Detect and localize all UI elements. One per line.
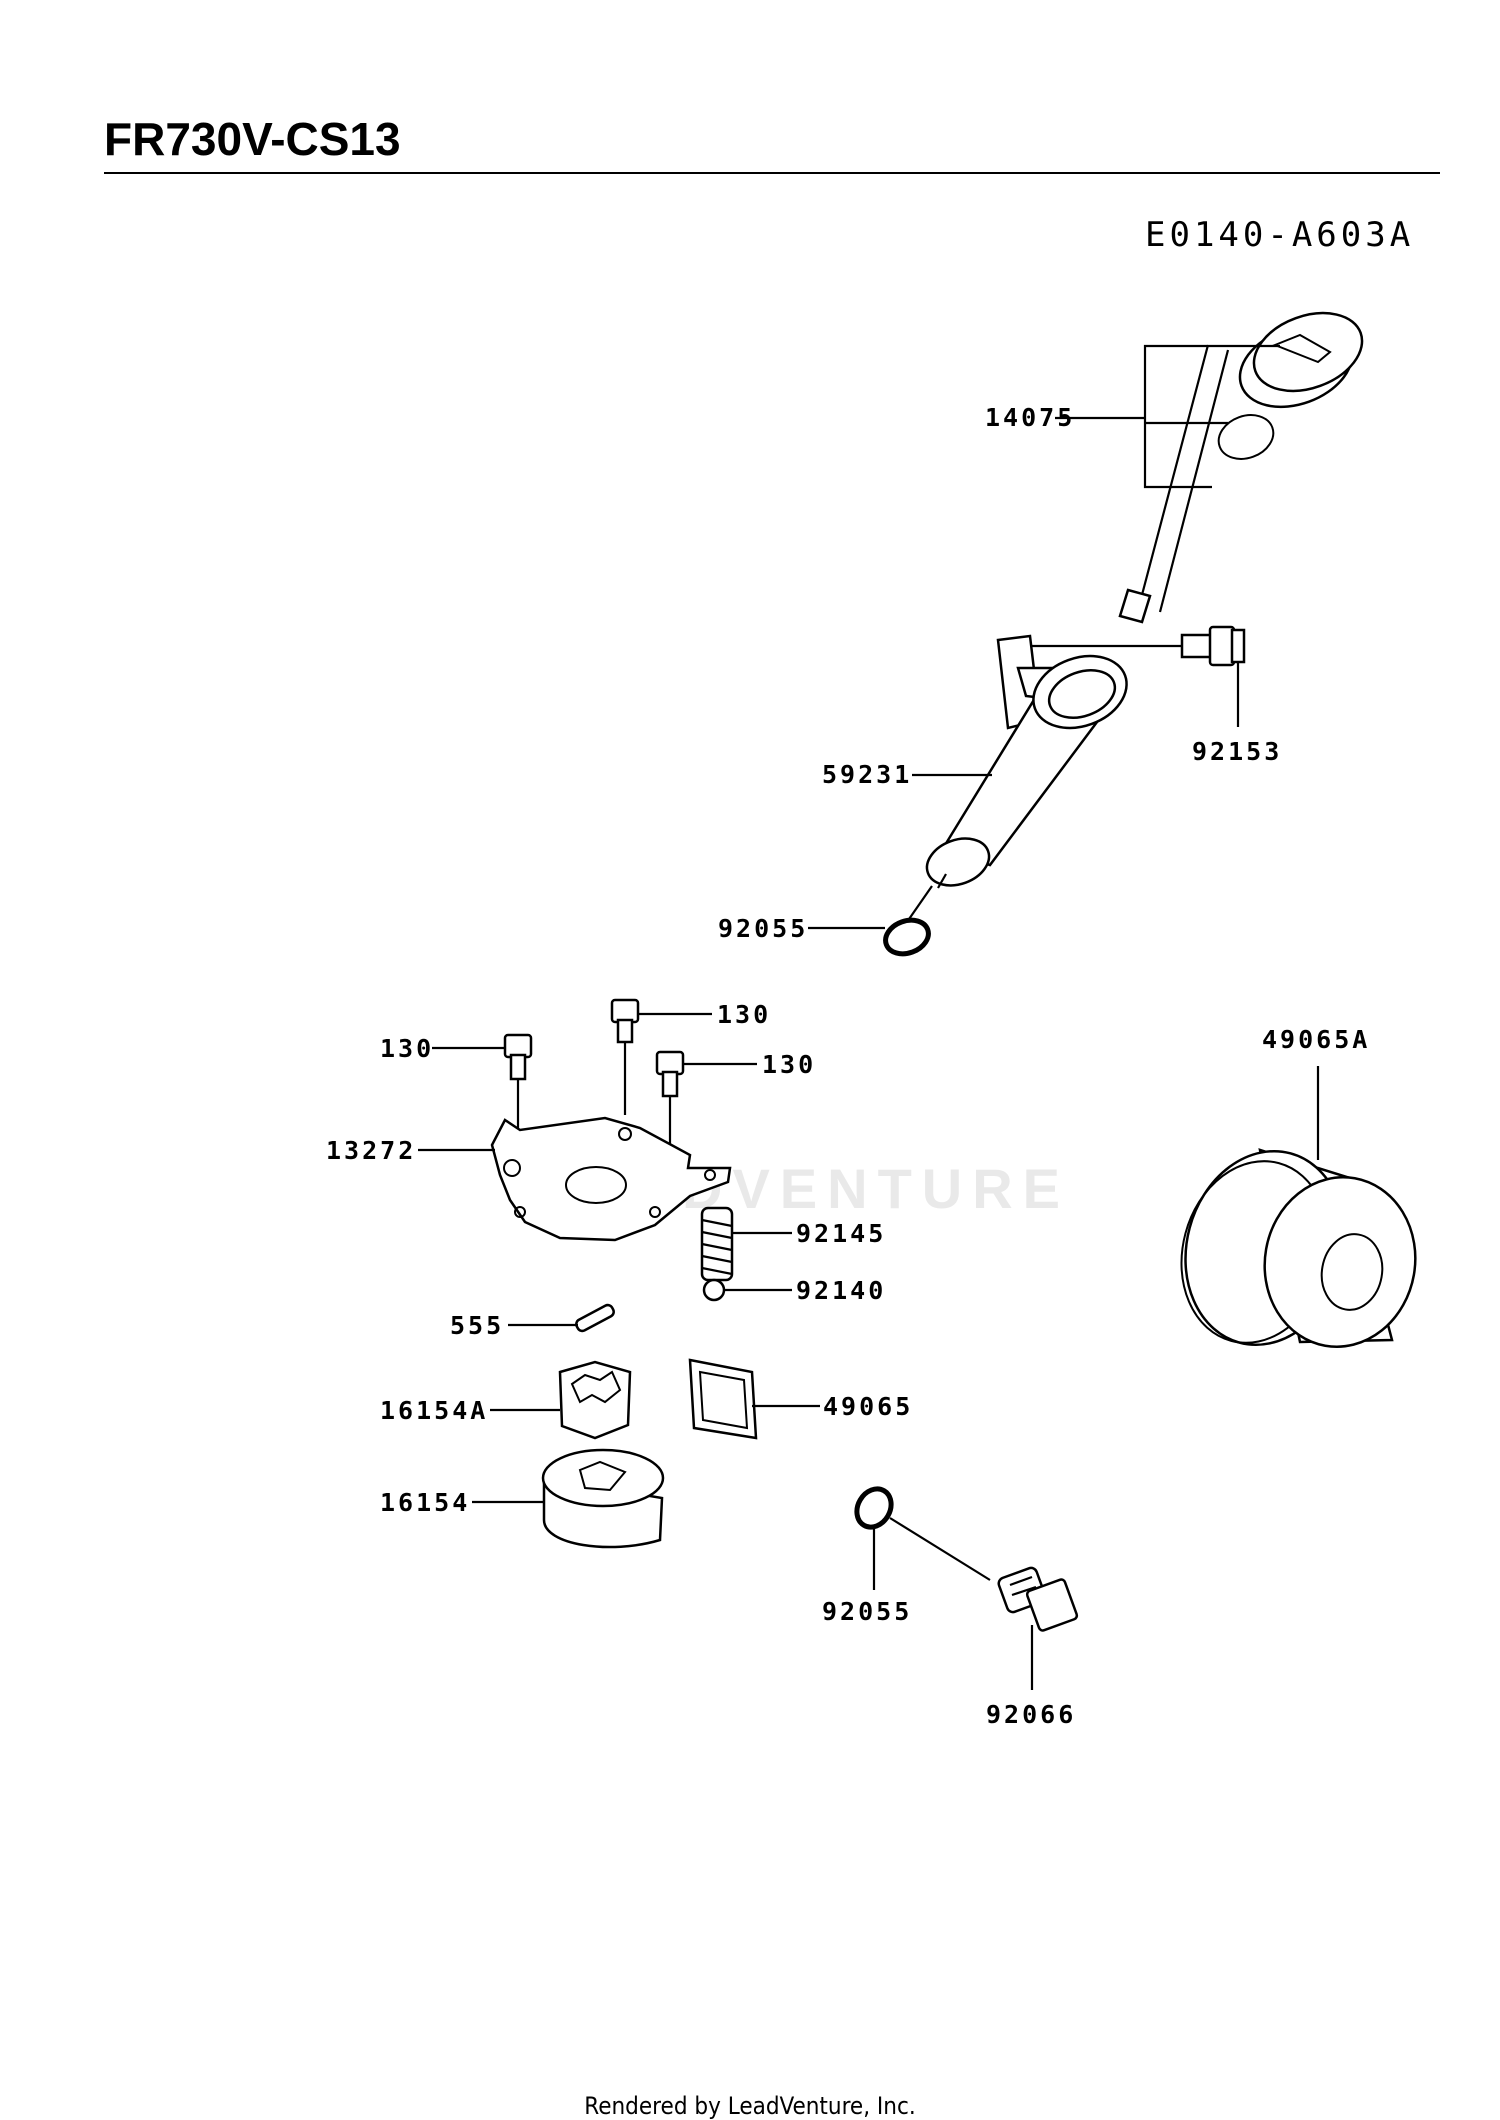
title-divider [104, 172, 1440, 174]
part-16154A-inner-rotor[interactable] [558, 1360, 632, 1440]
part-92055-oring-upper[interactable] [881, 914, 933, 959]
part-14075-dipstick[interactable] [1118, 299, 1373, 624]
part-13272-relief-plate[interactable] [490, 1116, 732, 1242]
label-13272: 13272 [326, 1136, 416, 1165]
label-49065: 49065 [823, 1392, 913, 1421]
part-555-pin[interactable] [575, 1303, 616, 1333]
part-92066-drain-plug[interactable] [997, 1566, 1079, 1632]
label-16154A: 16154A [380, 1396, 488, 1425]
part-130-bolt-right[interactable] [655, 1050, 685, 1098]
label-130-center: 130 [717, 1000, 771, 1029]
part-49065-oil-screen[interactable] [688, 1358, 758, 1440]
label-92055-upper: 92055 [718, 914, 808, 943]
label-92145: 92145 [796, 1219, 886, 1248]
part-92055-oring-lower[interactable] [850, 1483, 898, 1534]
part-59231-oil-tube[interactable] [920, 634, 1136, 894]
part-92140-ball[interactable] [702, 1278, 726, 1302]
label-92153: 92153 [1192, 737, 1282, 766]
footer-credit: Rendered by LeadVenture, Inc. [584, 2092, 916, 2120]
label-92140: 92140 [796, 1276, 886, 1305]
part-92145-spring[interactable] [700, 1206, 734, 1282]
diagram-code: E0140-A603A [1145, 215, 1415, 255]
part-49065A-oil-filter[interactable] [1162, 1133, 1429, 1363]
part-16154-outer-rotor[interactable] [541, 1448, 665, 1549]
part-130-bolt-left[interactable] [503, 1033, 533, 1081]
label-14075: 14075 [985, 403, 1075, 432]
label-555: 555 [450, 1311, 504, 1340]
part-130-bolt-center[interactable] [610, 998, 640, 1044]
label-49065A: 49065A [1262, 1025, 1370, 1054]
label-130-right: 130 [762, 1050, 816, 1079]
label-92066: 92066 [986, 1700, 1076, 1729]
label-59231: 59231 [822, 760, 912, 789]
label-130-left: 130 [380, 1034, 434, 1063]
page-title: FR730V-CS13 [104, 113, 401, 165]
label-92055-lower: 92055 [822, 1597, 912, 1626]
part-92153-bolt[interactable] [1180, 625, 1246, 667]
label-16154: 16154 [380, 1488, 470, 1517]
